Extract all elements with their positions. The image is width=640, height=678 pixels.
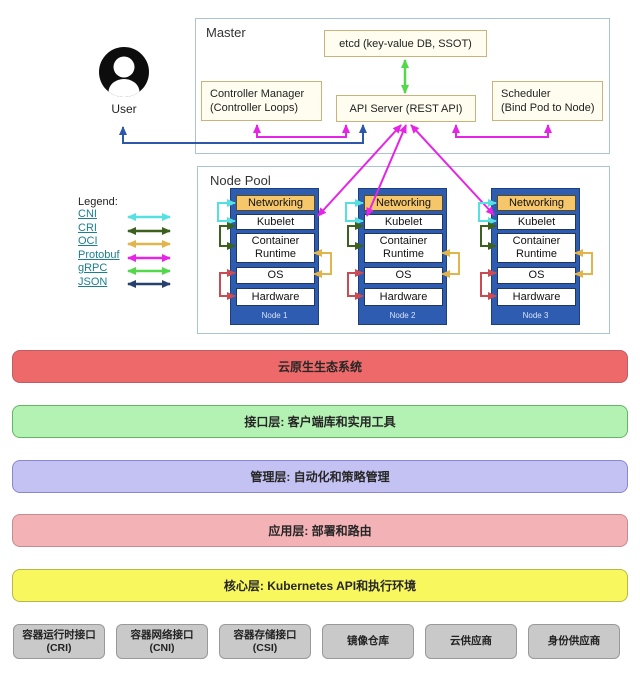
node-3: Networking Kubelet Container Runtime OS …	[491, 188, 580, 325]
node-3-label: Node 3	[522, 311, 549, 320]
networking-box: Networking	[364, 195, 443, 211]
legend: Legend: CNI CRI OCI Protobuf gRPC JSON	[78, 196, 188, 289]
node-2: Networking Kubelet Container Runtime OS …	[358, 188, 447, 325]
networking-box: Networking	[497, 195, 576, 211]
legend-link-cri[interactable]: CRI	[78, 221, 97, 234]
provider-cri-line2: (CRI)	[46, 641, 72, 654]
provider-cri-line1: 容器运行时接口	[22, 628, 96, 641]
etcd-label: etcd (key-value DB, SSOT)	[339, 37, 472, 50]
user-icon	[99, 47, 149, 97]
legend-link-grpc[interactable]: gRPC	[78, 262, 108, 274]
node-2-label: Node 2	[389, 311, 416, 320]
provider-identity-provider-label: 身份供应商	[547, 635, 601, 648]
kubelet-box: Kubelet	[497, 214, 576, 230]
etcd-box: etcd (key-value DB, SSOT)	[324, 30, 487, 57]
provider-csi-line2: (CSI)	[252, 641, 278, 654]
provider-csi-line1: 容器存储接口	[233, 628, 297, 641]
hardware-box: Hardware	[364, 288, 443, 306]
provider-box-csi: 容器存储接口 (CSI)	[219, 624, 311, 659]
provider-box-cni: 容器网络接口 (CNI)	[116, 624, 208, 659]
kubelet-box: Kubelet	[236, 214, 315, 230]
os-box: OS	[497, 267, 576, 284]
scheduler-box: Scheduler (Bind Pod to Node)	[492, 81, 603, 121]
ecosystem-layer-bar: 云原生生态系统	[12, 350, 628, 383]
master-label: Master	[206, 25, 246, 40]
user-label: User	[111, 102, 137, 116]
legend-link-json[interactable]: JSON	[78, 275, 108, 288]
provider-box-cloud-provider: 云供应商	[425, 624, 517, 659]
provider-box-identity-provider: 身份供应商	[528, 624, 620, 659]
scheduler-line1: Scheduler	[501, 87, 551, 100]
os-box: OS	[236, 267, 315, 284]
node-1-label: Node 1	[261, 311, 288, 320]
provider-image-registry-label: 镜像仓库	[347, 635, 389, 648]
controller-manager-box: Controller Manager (Controller Loops)	[201, 81, 322, 121]
provider-box-image-registry: 镜像仓库	[322, 624, 414, 659]
interface-layer-bar: 接口层: 客户端库和实用工具	[12, 405, 628, 438]
legend-title: Legend:	[78, 196, 118, 208]
management-layer-bar: 管理层: 自动化和策略管理	[12, 460, 628, 493]
os-box: OS	[364, 267, 443, 284]
hardware-box: Hardware	[497, 288, 576, 306]
container-runtime-box: Container Runtime	[236, 233, 315, 263]
node-1: Networking Kubelet Container Runtime OS …	[230, 188, 319, 325]
provider-row: 容器运行时接口 (CRI) 容器网络接口 (CNI) 容器存储接口 (CSI) …	[13, 624, 620, 659]
container-runtime-box: Container Runtime	[497, 233, 576, 263]
hardware-box: Hardware	[236, 288, 315, 306]
controller-manager-line1: Controller Manager	[210, 87, 305, 100]
legend-link-protobuf[interactable]: Protobuf	[78, 248, 120, 261]
controller-manager-line2: (Controller Loops)	[210, 102, 299, 114]
api-server-box: API Server (REST API)	[336, 95, 476, 122]
container-runtime-box: Container Runtime	[364, 233, 443, 263]
scheduler-line2: (Bind Pod to Node)	[501, 102, 595, 114]
ecosystem-layer-label: 云原生生态系统	[277, 360, 362, 374]
node-pool-label: Node Pool	[210, 173, 271, 188]
core-layer-label: 核心层: Kubernetes API和执行环境	[223, 579, 417, 593]
core-layer-bar: 核心层: Kubernetes API和执行环境	[12, 569, 628, 602]
application-layer-label: 应用层: 部署和路由	[268, 524, 372, 538]
interface-layer-label: 接口层: 客户端库和实用工具	[244, 415, 396, 429]
kubelet-box: Kubelet	[364, 214, 443, 230]
application-layer-bar: 应用层: 部署和路由	[12, 514, 628, 547]
provider-cni-line1: 容器网络接口	[130, 628, 194, 641]
networking-box: Networking	[236, 195, 315, 211]
legend-link-oci[interactable]: OCI	[78, 235, 98, 247]
legend-link-cni[interactable]: CNI	[78, 208, 97, 220]
provider-cni-line2: (CNI)	[149, 641, 175, 654]
provider-cloud-provider-label: 云供应商	[450, 635, 492, 648]
api-server-label: API Server (REST API)	[349, 102, 463, 115]
management-layer-label: 管理层: 自动化和策略管理	[250, 470, 390, 484]
provider-box-cri: 容器运行时接口 (CRI)	[13, 624, 105, 659]
